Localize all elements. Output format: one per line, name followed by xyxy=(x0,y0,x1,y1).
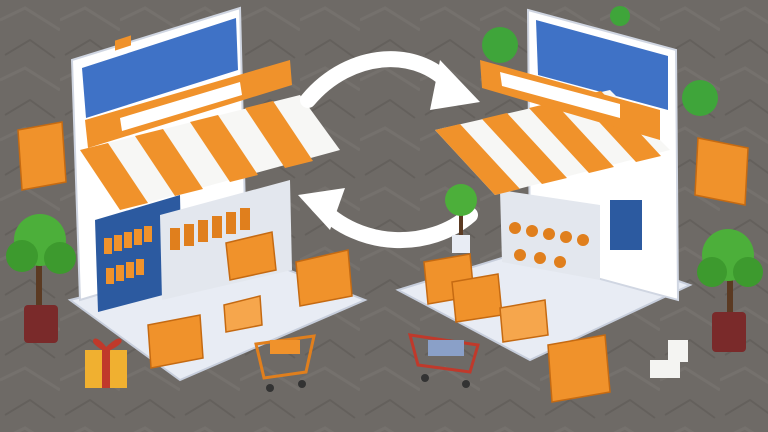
arrow-head-right-icon xyxy=(430,60,480,110)
tree-right-icon xyxy=(697,229,763,352)
tree-left-icon xyxy=(6,214,76,343)
shopping-cart-left-icon xyxy=(254,334,316,392)
tree-small-icon xyxy=(445,184,477,253)
left-storefront xyxy=(17,6,368,382)
right-storefront xyxy=(395,6,749,403)
shopping-cart-right-icon xyxy=(407,333,480,388)
arrow-head-left-icon xyxy=(298,188,345,230)
product-items xyxy=(650,340,688,378)
gift-box-icon xyxy=(85,338,127,388)
